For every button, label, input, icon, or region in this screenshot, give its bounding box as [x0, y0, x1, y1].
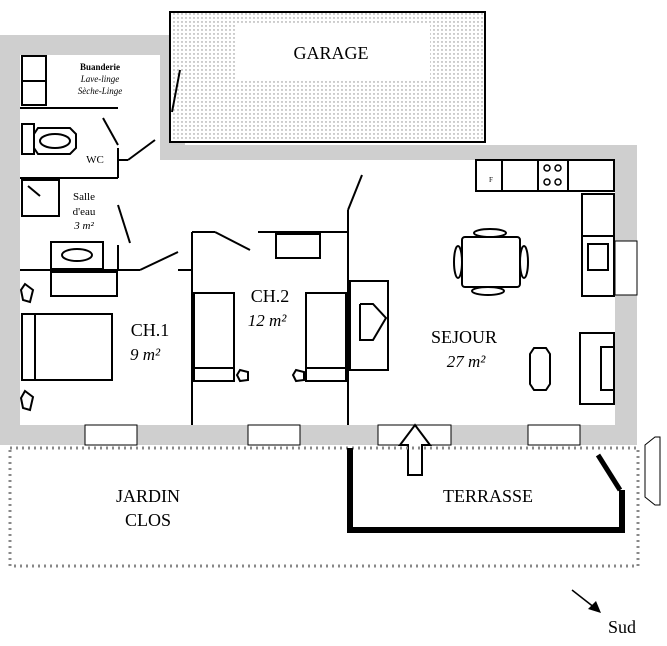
svg-text:F: F: [489, 176, 493, 184]
svg-text:Salle: Salle: [73, 191, 95, 203]
svg-text:CH.1: CH.1: [131, 320, 170, 340]
ch1: CH.1 9 m²: [19, 282, 170, 412]
svg-text:SEJOUR: SEJOUR: [431, 327, 497, 347]
garage: GARAGE: [169, 11, 486, 143]
svg-text:TERRASSE: TERRASSE: [443, 486, 533, 506]
salle-eau: Salle d'eau 3 m²: [21, 179, 118, 297]
coffee-table: [529, 347, 551, 391]
svg-text:Sèche-Linge: Sèche-Linge: [78, 86, 122, 96]
dining-table: [461, 236, 521, 288]
svg-text:12 m²: 12 m²: [248, 311, 288, 330]
svg-text:27 m²: 27 m²: [447, 352, 487, 371]
svg-text:Sud: Sud: [608, 617, 636, 637]
svg-text:CH.2: CH.2: [251, 286, 290, 306]
svg-text:Lave-linge: Lave-linge: [80, 74, 120, 84]
south-arrow-icon: [571, 589, 596, 609]
bed-icon: [305, 292, 347, 382]
gate-icon: [644, 436, 661, 506]
compass: Sud: [571, 589, 636, 637]
svg-text:JARDIN: JARDIN: [116, 486, 180, 506]
bed-icon: [21, 313, 113, 381]
lamp-icon: [19, 389, 35, 412]
ch2: CH.2 12 m²: [193, 233, 347, 383]
svg-text:9 m²: 9 m²: [130, 345, 161, 364]
svg-text:WC: WC: [86, 154, 104, 166]
windows: [84, 424, 581, 446]
sejour: F SEJOUR 27 m²: [349, 159, 638, 405]
wc: WC: [21, 123, 104, 166]
svg-text:3 m²: 3 m²: [73, 220, 94, 232]
entrance-arrow-icon: [398, 423, 432, 476]
svg-text:CLOS: CLOS: [125, 510, 171, 530]
stove-icon: [543, 164, 562, 186]
buanderie: Buanderie Lave-linge Sèche-Linge: [21, 55, 122, 106]
bed-icon: [193, 292, 235, 382]
garage-door: [171, 69, 181, 113]
garage-label: GARAGE: [294, 43, 369, 63]
svg-text:d'eau: d'eau: [73, 206, 96, 218]
svg-text:Buanderie: Buanderie: [80, 62, 120, 72]
kitchen-counter: [475, 159, 615, 192]
shower-icon: [21, 179, 60, 217]
sink-icon: [587, 243, 609, 271]
lamp-icon: [19, 282, 35, 304]
terrasse: TERRASSE: [347, 448, 625, 533]
jardin: JARDIN CLOS: [8, 446, 640, 568]
